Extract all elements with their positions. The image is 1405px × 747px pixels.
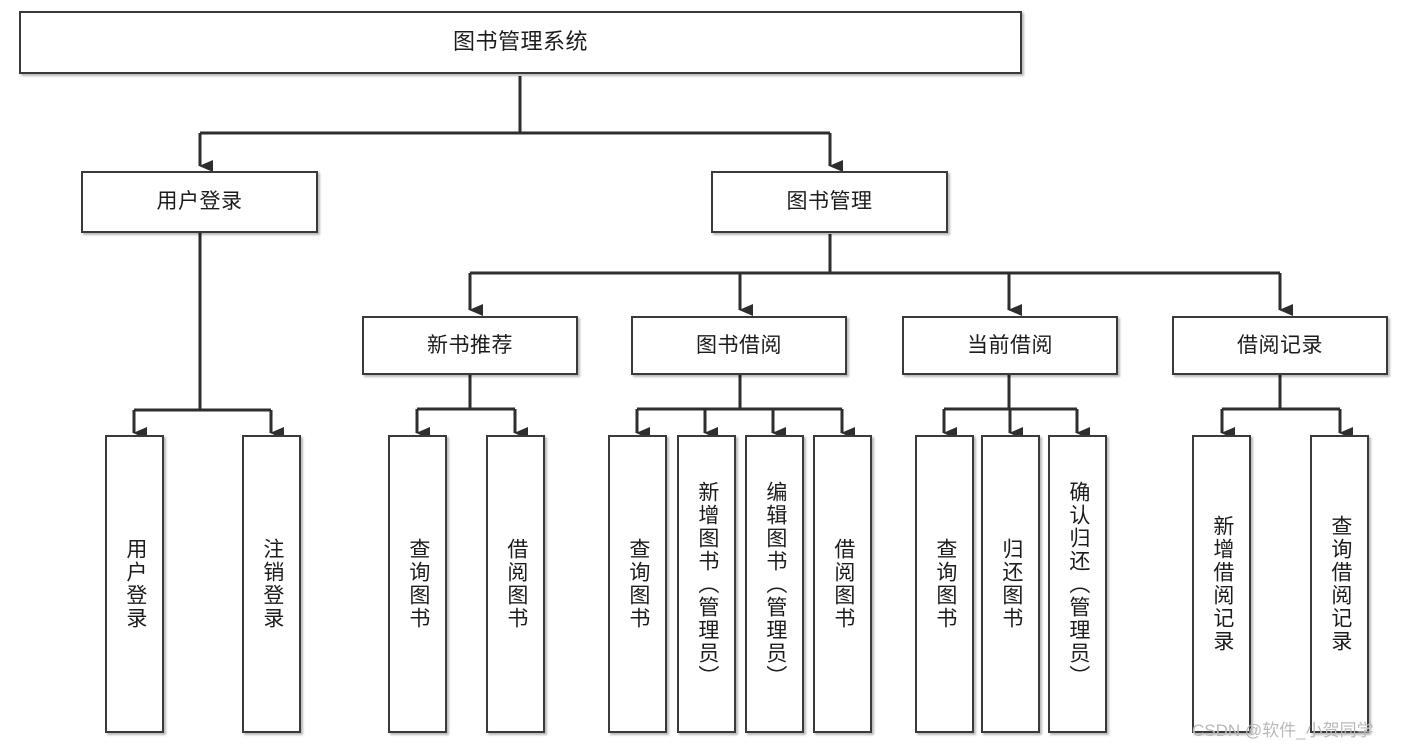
- node-leaf-return-book[interactable]: 归还图书: [981, 435, 1040, 733]
- node-leaf-query-borrow-record[interactable]: 查询借阅记录: [1310, 435, 1369, 733]
- node-leaf-query-book-1[interactable]: 查询图书: [388, 435, 447, 733]
- node-leaf-query-book-3-label: 查询图书: [933, 538, 957, 630]
- node-borrow-record[interactable]: 借阅记录: [1172, 316, 1388, 375]
- node-leaf-logout-login-label: 注销登录: [260, 538, 284, 630]
- node-user-login-label: 用户登录: [156, 190, 243, 214]
- node-leaf-edit-book-admin[interactable]: 编辑图书（管理员）: [745, 435, 804, 733]
- node-new-book-recommend[interactable]: 新书推荐: [362, 316, 578, 375]
- node-leaf-add-borrow-record-label: 新增借阅记录: [1210, 515, 1234, 653]
- node-leaf-add-book-admin[interactable]: 新增图书（管理员）: [677, 435, 736, 733]
- node-book-management-label: 图书管理: [786, 190, 873, 214]
- node-leaf-user-login[interactable]: 用户登录: [105, 435, 164, 733]
- node-book-management[interactable]: 图书管理: [711, 171, 948, 233]
- node-leaf-borrow-book-2-label: 借阅图书: [831, 538, 855, 630]
- node-current-borrow-label: 当前借阅: [967, 333, 1053, 357]
- watermark-label: CSDN @软件_小贺同学: [1192, 721, 1374, 740]
- node-leaf-confirm-return-admin-label: 确认归还（管理员）: [1066, 480, 1090, 688]
- node-leaf-confirm-return-admin[interactable]: 确认归还（管理员）: [1048, 435, 1107, 733]
- node-leaf-add-borrow-record[interactable]: 新增借阅记录: [1192, 435, 1251, 733]
- node-borrow-record-label: 借阅记录: [1237, 333, 1323, 357]
- node-leaf-return-book-label: 归还图书: [999, 538, 1023, 630]
- node-leaf-query-borrow-record-label: 查询借阅记录: [1328, 515, 1352, 653]
- node-user-login[interactable]: 用户登录: [81, 171, 318, 233]
- node-book-borrow-label: 图书借阅: [696, 333, 782, 357]
- node-leaf-query-book-3[interactable]: 查询图书: [915, 435, 974, 733]
- node-book-borrow[interactable]: 图书借阅: [631, 316, 847, 375]
- node-leaf-user-login-label: 用户登录: [123, 538, 147, 630]
- node-leaf-query-book-2[interactable]: 查询图书: [608, 435, 667, 733]
- node-leaf-add-book-admin-label: 新增图书（管理员）: [695, 480, 719, 688]
- node-leaf-borrow-book-1[interactable]: 借阅图书: [486, 435, 545, 733]
- node-root-system[interactable]: 图书管理系统: [19, 11, 1022, 74]
- node-leaf-borrow-book-1-label: 借阅图书: [504, 538, 528, 630]
- node-current-borrow[interactable]: 当前借阅: [902, 316, 1118, 375]
- node-new-book-recommend-label: 新书推荐: [427, 333, 513, 357]
- node-leaf-query-book-2-label: 查询图书: [626, 538, 650, 630]
- node-leaf-logout-login[interactable]: 注销登录: [242, 435, 301, 733]
- node-leaf-borrow-book-2[interactable]: 借阅图书: [813, 435, 872, 733]
- node-leaf-query-book-1-label: 查询图书: [406, 538, 430, 630]
- node-leaf-edit-book-admin-label: 编辑图书（管理员）: [763, 480, 787, 688]
- node-root-system-label: 图书管理系统: [452, 29, 588, 55]
